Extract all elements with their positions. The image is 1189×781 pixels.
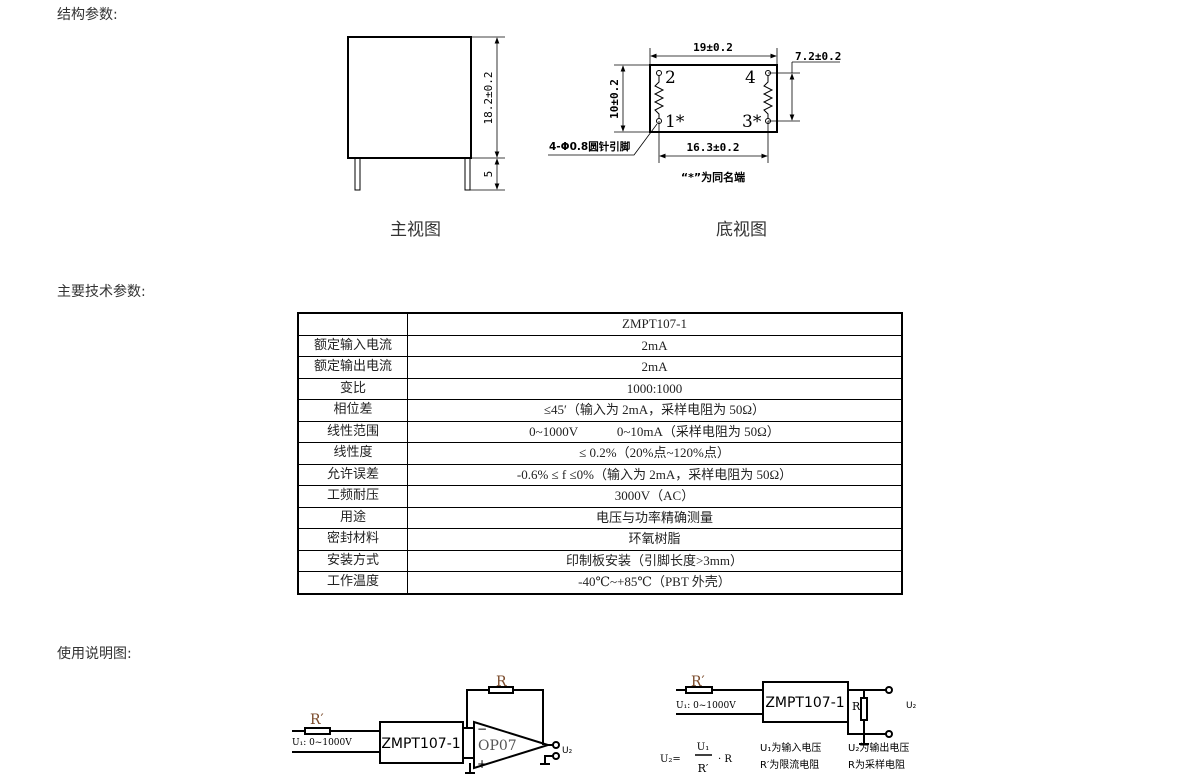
- table-row: 工作温度-40℃~+85℃（PBT 外壳）: [297, 571, 903, 594]
- pin-label-3: 3*: [742, 112, 762, 132]
- c1-r-prime-label: R′: [310, 712, 324, 728]
- row-key: 用途: [297, 506, 408, 529]
- c1-module-label: ZMPT107-1: [381, 736, 460, 752]
- note-input-voltage: U₁为输入电压: [760, 741, 821, 754]
- row-value: 环氧树脂: [407, 528, 903, 551]
- circuit1-drawing: [292, 686, 560, 774]
- note-limit-resistor: R′为限流电阻: [760, 758, 819, 771]
- row-key: 线性范围: [297, 420, 408, 443]
- pin-right: [464, 157, 471, 191]
- pin-1: [656, 118, 662, 124]
- dot-note: “*”为同名端: [681, 170, 745, 184]
- table-row: 允许误差-0.6% ≤ f ≤0%（输入为 2mA，采样电阻为 50Ω）: [297, 463, 903, 486]
- c2-input-label: U₁: 0~1000V: [676, 701, 736, 711]
- table-row: 用途电压与功率精确测量: [297, 506, 903, 529]
- row-value: 印制板安装（引脚长度>3mm）: [407, 549, 903, 572]
- pin-label-1: 1*: [665, 112, 685, 132]
- c2-module-label: ZMPT107-1: [765, 695, 844, 711]
- table-row: 安装方式印制板安装（引脚长度>3mm）: [297, 549, 903, 572]
- c1-opamp-label: OP07: [478, 738, 517, 754]
- row-value: 0~1000V 0~10mA（采样电阻为 50Ω）: [407, 420, 903, 443]
- bottom-height-dim: 10±0.2: [608, 79, 621, 119]
- row-value: 电压与功率精确测量: [407, 506, 903, 529]
- row-value: -40℃~+85℃（PBT 外壳）: [407, 571, 903, 594]
- c2-resistor-r: [860, 697, 868, 721]
- header-key-cell: [297, 312, 408, 336]
- bottom-view-body: [649, 64, 778, 133]
- section-usage-heading: 使用说明图:: [57, 646, 132, 662]
- section-specs-heading: 主要技术参数:: [57, 284, 146, 300]
- row-value: 1000:1000: [407, 377, 903, 400]
- note-sample-resistor: R为采样电阻: [848, 758, 905, 771]
- front-view-body: [347, 36, 472, 159]
- pin-left: [354, 157, 361, 191]
- row-value: 2mA: [407, 356, 903, 379]
- pin-2: [656, 70, 662, 76]
- row-key: 额定输入电流: [297, 334, 408, 357]
- row-value: ≤ 0.2%（20%点~120%点）: [407, 442, 903, 465]
- opamp-triangle: [473, 720, 552, 770]
- bottom-view-caption: 底视图: [716, 220, 767, 240]
- row-value: -0.6% ≤ f ≤0%（输入为 2mA，采样电阻为 50Ω）: [407, 463, 903, 486]
- bottom-width-dim: 19±0.2: [693, 41, 733, 54]
- c2-resistor-r-prime: [685, 686, 713, 694]
- section-structure-heading: 结构参数:: [57, 7, 118, 23]
- header-model-cell: ZMPT107-1: [407, 312, 903, 336]
- row-key: 工频耐压: [297, 485, 408, 508]
- circuit2-drawing: [676, 681, 893, 756]
- front-pin-dim: 5: [482, 171, 495, 178]
- row-key: 安装方式: [297, 549, 408, 572]
- row-key: 相位差: [297, 399, 408, 422]
- pin-3: [765, 118, 771, 124]
- front-view-drawing: [347, 36, 505, 191]
- note-output-voltage: U₂为输出电压: [848, 741, 909, 754]
- c2-r-label: R: [852, 700, 861, 713]
- table-row: 密封材料环氧树脂: [297, 528, 903, 551]
- bottom-view-drawing: [548, 48, 840, 163]
- c1-output-label: U₂: [562, 746, 573, 756]
- row-value: 2mA: [407, 334, 903, 357]
- c2-r-prime-label: R′: [691, 674, 705, 690]
- pin-label-2: 2: [665, 68, 676, 88]
- pin-label-4: 4: [745, 68, 756, 88]
- winding-right: [762, 76, 774, 118]
- front-view-caption: 主视图: [390, 220, 441, 240]
- row-key: 密封材料: [297, 528, 408, 551]
- bottom-pin-span-dim: 16.3±0.2: [687, 141, 740, 154]
- row-value: ≤45′（输入为 2mA，采样电阻为 50Ω）: [407, 399, 903, 422]
- row-key: 变比: [297, 377, 408, 400]
- row-value: 3000V（AC）: [407, 485, 903, 508]
- pin-note: 4-Φ0.8圆针引脚: [549, 140, 630, 153]
- c1-plus-label: +: [477, 757, 487, 771]
- winding-left: [653, 76, 665, 118]
- resistor-r: [488, 686, 514, 694]
- formula-tail: · R: [718, 754, 732, 765]
- c1-r-label: R: [496, 674, 507, 690]
- table-row: 相位差≤45′（输入为 2mA，采样电阻为 50Ω）: [297, 399, 903, 422]
- pin-4: [765, 70, 771, 76]
- row-key: 允许误差: [297, 463, 408, 486]
- formula-denominator: R′: [698, 762, 709, 775]
- row-key: 线性度: [297, 442, 408, 465]
- bottom-right-dim: 7.2±0.2: [795, 50, 841, 63]
- row-key: 工作温度: [297, 571, 408, 594]
- formula-lhs: U₂=: [660, 754, 681, 765]
- c1-input-label: U₁: 0~1000V: [292, 738, 352, 748]
- c2-module-box: [762, 681, 849, 723]
- resistor-r-prime: [304, 727, 331, 735]
- table-header-row: ZMPT107-1: [297, 312, 903, 336]
- formula-numerator: U₁: [697, 742, 709, 753]
- front-height-dim: 18.2±0.2: [482, 72, 495, 125]
- table-row: 线性度≤ 0.2%（20%点~120%点）: [297, 442, 903, 465]
- c1-minus-label: −: [477, 722, 487, 736]
- row-key: 额定输出电流: [297, 356, 408, 379]
- c2-output-label: U₂: [906, 701, 917, 711]
